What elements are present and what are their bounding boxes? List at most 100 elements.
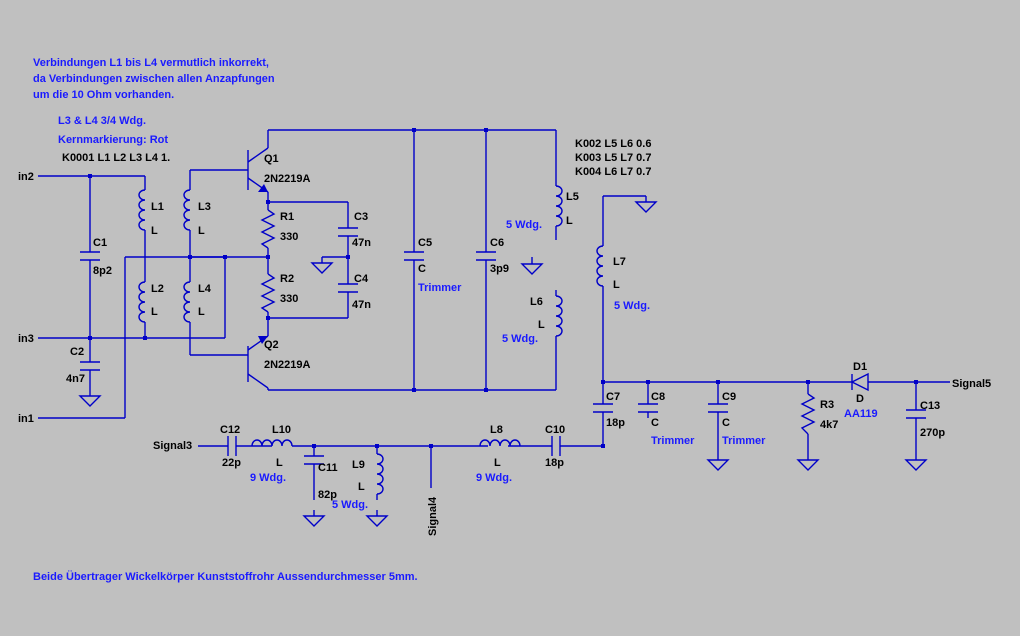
- note-k0001: K0001 L1 L2 L3 L4 1.: [62, 152, 170, 164]
- C5-symbol: [404, 251, 424, 261]
- C6-ref: C6: [490, 237, 504, 249]
- L8-ref: L8: [490, 424, 503, 436]
- D1-diode: [850, 372, 869, 392]
- L8-val: L: [494, 457, 501, 469]
- ground-c13: [905, 453, 927, 471]
- L4-ref: L4: [198, 283, 212, 295]
- L2-coil: [138, 281, 146, 323]
- Q2-val: 2N2219A: [264, 359, 311, 371]
- tank-junctions: [412, 128, 488, 392]
- C6-val: 3p9: [490, 263, 509, 275]
- ground-l5: [521, 257, 543, 275]
- C4-symbol: [338, 283, 358, 293]
- C11-symbol: [304, 455, 324, 465]
- C6-symbol: [476, 251, 496, 261]
- C4-ref: C4: [354, 273, 369, 285]
- note-line-2: da Verbindungen zwischen allen Anzapfung…: [33, 73, 275, 85]
- L3-val: L: [198, 225, 205, 237]
- port-in2: in2: [18, 171, 34, 183]
- L5-coil: [555, 185, 563, 227]
- L10-ref: L10: [272, 424, 291, 436]
- port-signal4: Signal4: [427, 496, 439, 536]
- C10-val: 18p: [545, 457, 564, 469]
- output-bus-wires: [602, 381, 950, 454]
- ground-l7: [635, 195, 657, 213]
- C7-symbol: [593, 403, 613, 413]
- Q2-transistor: [247, 322, 269, 390]
- L3-ref: L3: [198, 201, 211, 213]
- note-l3l4: L3 & L4 3/4 Wdg.: [58, 115, 146, 127]
- C9-val: C: [722, 417, 730, 429]
- ground-bias: [311, 256, 333, 274]
- L5-note: 5 Wdg.: [506, 219, 542, 231]
- C13-symbol: [906, 409, 926, 419]
- Q1-ref: Q1: [264, 153, 279, 165]
- D1-note: AA119: [844, 408, 878, 420]
- note-footer: Beide Übertrager Wickelkörper Kunststoff…: [33, 570, 418, 583]
- C1-val: 8p2: [93, 265, 112, 277]
- L3-coil: [183, 189, 191, 231]
- R3-resistor: [800, 393, 816, 435]
- L1-val: L: [151, 225, 158, 237]
- C3-val: 47n: [352, 237, 371, 249]
- L2-ref: L2: [151, 283, 164, 295]
- note-line-3: um die 10 Ohm vorhanden.: [33, 89, 174, 101]
- note-k004: K004 L6 L7 0.7: [575, 166, 651, 178]
- R2-resistor: [260, 270, 276, 322]
- C10-symbol: [551, 436, 561, 456]
- ground-c2: [79, 389, 101, 407]
- L7-note: 5 Wdg.: [614, 300, 650, 312]
- C12-symbol: [227, 436, 237, 456]
- D1-val: D: [856, 393, 864, 405]
- L10-note: 9 Wdg.: [250, 472, 286, 484]
- C11-val: 82p: [318, 489, 337, 501]
- L7-wires: [602, 195, 646, 382]
- C11-ref: C11: [318, 462, 338, 474]
- C5-ref: C5: [418, 237, 432, 249]
- bias-junctions: [266, 200, 350, 320]
- C2-val: 4n7: [66, 373, 85, 385]
- Q2-ref: Q2: [264, 339, 279, 351]
- L4-coil: [183, 281, 191, 323]
- C12-val: 22p: [222, 457, 241, 469]
- C9-ref: C9: [722, 391, 736, 403]
- bottom-junctions: [312, 444, 433, 448]
- R1-ref: R1: [280, 211, 294, 223]
- C7-ref: C7: [606, 391, 620, 403]
- L9-val: L: [358, 481, 365, 493]
- L6-note: 5 Wdg.: [502, 333, 538, 345]
- C8-symbol: [638, 403, 658, 413]
- ground-r3: [797, 453, 819, 471]
- L5-ref: L5: [566, 191, 579, 203]
- bias-cap-wires: [268, 201, 349, 319]
- R2-ref: R2: [280, 273, 294, 285]
- L9-ref: L9: [352, 459, 365, 471]
- L10-coil: [251, 439, 293, 447]
- C9-note: Trimmer: [722, 435, 766, 447]
- ground-c9: [707, 453, 729, 471]
- C8-note: Trimmer: [651, 435, 695, 447]
- note-k002: K002 L5 L6 0.6: [575, 138, 651, 150]
- L8-coil: [479, 439, 521, 447]
- tank-wires: [268, 129, 557, 391]
- Q1-val: 2N2219A: [264, 173, 311, 185]
- C8-ref: C8: [651, 391, 665, 403]
- port-signal5: Signal5: [952, 378, 991, 390]
- R3-ref: R3: [820, 399, 834, 411]
- port-in3: in3: [18, 333, 34, 345]
- port-in1: in1: [18, 413, 34, 425]
- L7-val: L: [613, 279, 620, 291]
- R2-val: 330: [280, 293, 298, 305]
- C12-ref: C12: [220, 424, 240, 436]
- C3-symbol: [338, 227, 358, 237]
- C9-symbol: [708, 403, 728, 413]
- bottom-chain-wires: [198, 445, 603, 500]
- L9-coil: [376, 453, 384, 495]
- L6-ref: L6: [530, 296, 543, 308]
- L1-coil: [138, 189, 146, 231]
- L5-val: L: [566, 215, 573, 227]
- L6-coil: [555, 295, 563, 337]
- C4-val: 47n: [352, 299, 371, 311]
- C2-symbol: [80, 361, 100, 371]
- R1-resistor: [260, 202, 276, 270]
